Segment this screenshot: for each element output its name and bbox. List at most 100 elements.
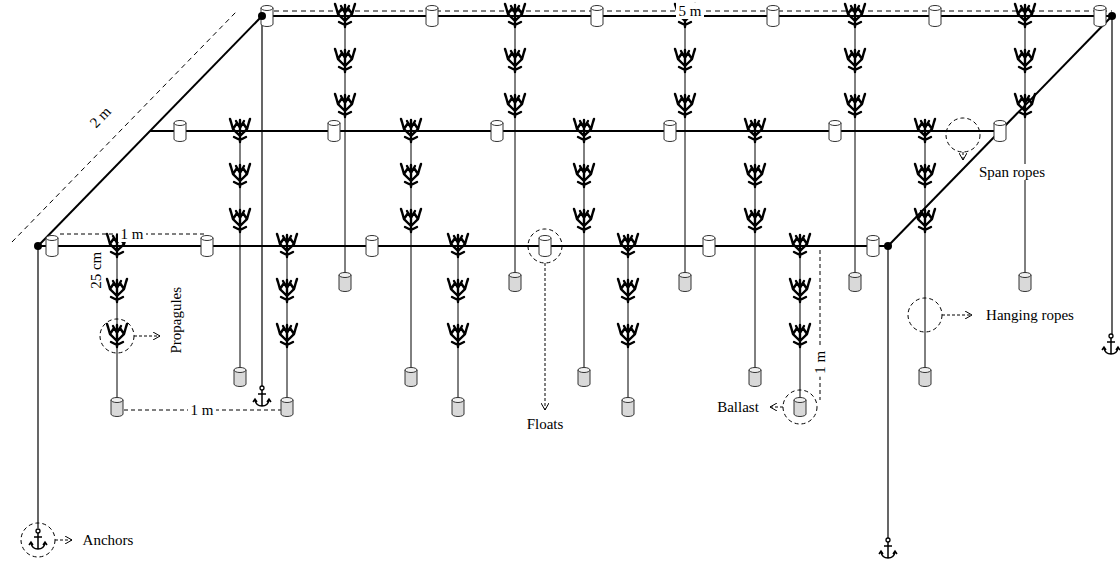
ballast bbox=[405, 368, 417, 387]
propagule-shape bbox=[915, 209, 935, 232]
dimension-label: 5 m bbox=[676, 3, 705, 20]
float bbox=[491, 121, 503, 142]
float bbox=[174, 121, 186, 142]
ballast bbox=[1019, 273, 1031, 292]
float bbox=[929, 6, 941, 27]
ballast-top bbox=[749, 368, 761, 373]
propagule-shape bbox=[448, 234, 468, 257]
propagule bbox=[745, 164, 765, 187]
float bbox=[994, 121, 1006, 142]
float-top bbox=[829, 121, 841, 126]
float bbox=[829, 121, 841, 142]
part-label: Ballast bbox=[714, 399, 762, 416]
ballast-top bbox=[405, 368, 417, 373]
anchor-shape bbox=[1102, 338, 1120, 354]
ballast-top bbox=[794, 398, 806, 403]
propagule-shape bbox=[745, 164, 765, 187]
ballast-top bbox=[452, 398, 464, 403]
propagule bbox=[845, 49, 865, 72]
propagule-shape bbox=[745, 119, 765, 142]
anchor bbox=[1102, 334, 1120, 354]
float bbox=[201, 236, 213, 257]
callout-circle bbox=[21, 523, 55, 557]
ballast-top bbox=[919, 368, 931, 373]
propagule bbox=[790, 279, 810, 302]
propagule bbox=[401, 209, 421, 232]
propagule bbox=[277, 324, 297, 347]
callout-circle bbox=[528, 229, 562, 263]
propagule-shape bbox=[745, 209, 765, 232]
propagule-shape bbox=[845, 4, 865, 27]
ballast-top bbox=[339, 273, 351, 278]
ballast bbox=[281, 398, 293, 417]
propagule-shape bbox=[574, 164, 594, 187]
propagule bbox=[574, 119, 594, 142]
leader-line bbox=[770, 407, 783, 408]
float bbox=[664, 121, 676, 142]
ballast bbox=[509, 273, 521, 292]
propagule bbox=[675, 94, 695, 117]
float-top bbox=[366, 236, 378, 241]
leader-line bbox=[545, 263, 546, 410]
propagule-shape bbox=[618, 234, 638, 257]
propagule bbox=[230, 209, 250, 232]
float bbox=[1094, 6, 1106, 27]
ballast-top bbox=[234, 368, 246, 373]
propagule-shape bbox=[790, 234, 810, 257]
anchor bbox=[879, 538, 897, 558]
float bbox=[426, 6, 438, 27]
corner-dot bbox=[258, 12, 266, 20]
float-top bbox=[426, 6, 438, 11]
anchor bbox=[253, 386, 271, 406]
propagule-shape bbox=[790, 279, 810, 302]
propagule-shape bbox=[230, 119, 250, 142]
leader-line bbox=[942, 315, 972, 316]
propagule-shape bbox=[675, 94, 695, 117]
propagule bbox=[745, 119, 765, 142]
float-top bbox=[929, 6, 941, 11]
ballast-top bbox=[849, 273, 861, 278]
propagule bbox=[401, 164, 421, 187]
anchor-rope bbox=[37, 246, 38, 528]
hanging-rope bbox=[287, 246, 288, 400]
float-top bbox=[703, 236, 715, 241]
hanging-rope bbox=[628, 246, 629, 400]
propagule bbox=[618, 279, 638, 302]
anchor bbox=[29, 529, 47, 549]
ballast-top bbox=[679, 273, 691, 278]
propagule-shape bbox=[1015, 94, 1035, 117]
propagule-shape bbox=[505, 94, 525, 117]
anchor-ring bbox=[886, 538, 890, 542]
callout-circle bbox=[100, 319, 134, 353]
part-label: Propagules bbox=[168, 284, 185, 357]
dimension-line bbox=[820, 250, 821, 400]
anchor-rope bbox=[1111, 16, 1112, 334]
span-rope bbox=[150, 130, 1000, 132]
float-top bbox=[261, 6, 273, 11]
propagule-shape bbox=[448, 324, 468, 347]
frame-rope bbox=[888, 16, 1112, 246]
anchor-shape bbox=[253, 390, 271, 406]
propagule bbox=[790, 324, 810, 347]
corner-dot bbox=[1108, 12, 1116, 20]
ballast bbox=[111, 398, 123, 417]
propagule-shape bbox=[915, 164, 935, 187]
float-top bbox=[664, 121, 676, 126]
float bbox=[46, 236, 58, 257]
propagule bbox=[845, 4, 865, 27]
anchor-rope bbox=[261, 16, 262, 386]
ballast-top bbox=[622, 398, 634, 403]
propagule bbox=[448, 279, 468, 302]
propagule bbox=[335, 4, 355, 27]
propagule bbox=[618, 234, 638, 257]
propagule bbox=[448, 234, 468, 257]
propagule-shape bbox=[448, 279, 468, 302]
ballast bbox=[794, 398, 806, 417]
dimension-label: 1 m bbox=[812, 348, 829, 377]
anchor-shape bbox=[879, 542, 897, 558]
float-top bbox=[767, 6, 779, 11]
part-label: Span ropes bbox=[976, 164, 1048, 181]
propagule bbox=[1015, 94, 1035, 117]
float bbox=[539, 236, 551, 257]
propagule-shape bbox=[277, 279, 297, 302]
